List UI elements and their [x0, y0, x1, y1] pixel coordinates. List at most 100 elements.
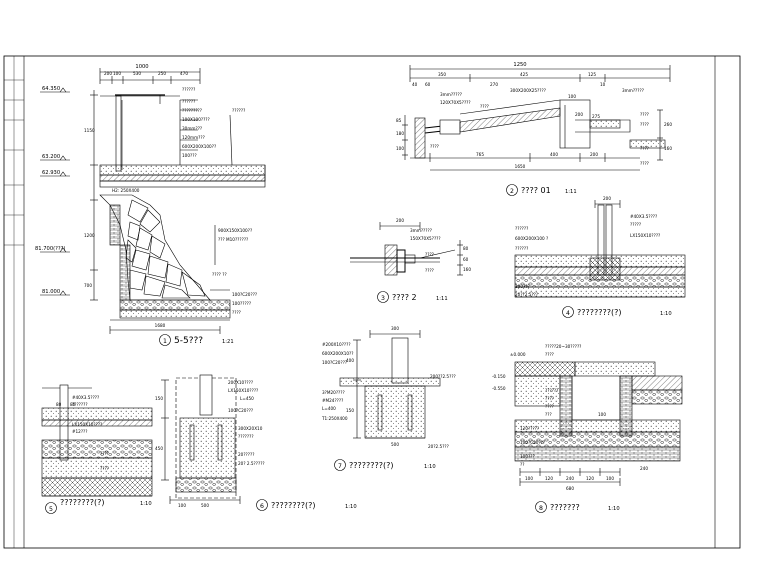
note: 30mm???	[182, 126, 202, 131]
note: ????	[232, 310, 241, 315]
detail-1-section	[40, 68, 266, 346]
note: LX150X10????	[72, 422, 102, 427]
caption-title: ????????(?)	[577, 308, 621, 317]
note: 3?M20????	[322, 390, 345, 395]
caption-detail-7: 7 ????????(?) 1:10	[338, 461, 436, 470]
note: #40X3.5????	[72, 395, 99, 400]
note: 100?C20???	[520, 440, 545, 445]
note: 200??2.5???	[430, 374, 456, 379]
caption-scale: 1:11	[436, 296, 448, 302]
note: 20??2.5???	[515, 292, 538, 297]
caption-number: 2	[510, 188, 514, 195]
dim-label: 120	[545, 476, 553, 481]
dim-label: 200	[590, 152, 598, 157]
detail-4-joint-detail	[514, 200, 686, 318]
caption-number: 7	[338, 463, 342, 470]
dim-label: 80	[463, 246, 469, 251]
dim-label: 260	[664, 122, 672, 127]
note: ???? ??	[212, 272, 227, 277]
caption-detail-8: 8 ??????? 1:10	[539, 503, 620, 512]
caption-scale: 1:10	[660, 311, 672, 317]
level-label: ±0.000	[510, 352, 526, 357]
note: ?????20~30?????	[545, 344, 581, 349]
notes-detail-3: 3mm????? 150X70X5???? ???? ????	[410, 228, 441, 273]
note: ????	[640, 122, 649, 127]
dim-label: 80	[56, 402, 62, 407]
note: ???	[545, 412, 552, 417]
note: 300X20X10	[238, 426, 263, 431]
caption-scale: 1:11	[565, 189, 577, 195]
note: ?????????	[182, 108, 202, 113]
dim-label: 200	[603, 196, 611, 201]
dim-label: 300	[391, 326, 399, 331]
caption-detail-6: 6 ????????(?) 1:10	[260, 501, 357, 510]
dim-label: 120	[586, 476, 594, 481]
note: ????	[430, 144, 439, 149]
note: ????	[640, 146, 649, 151]
dim-label: 160	[664, 146, 672, 151]
note: 100???	[515, 284, 530, 289]
note: ????	[425, 268, 434, 273]
dim-label: 680	[566, 486, 574, 491]
detail-2-roof-detail	[402, 65, 671, 196]
dim-label: 150	[346, 408, 354, 413]
caption-title: ???? 2	[392, 293, 417, 302]
note: 300X200X25????	[510, 88, 546, 93]
notes-detail-7: #200X10???? 600X200X10?? 100?C20??? 200?…	[321, 342, 456, 449]
notes-detail-2: 3mm????? 300X200X25???? 3mm????? 120X70X…	[430, 88, 649, 166]
note: ????	[545, 396, 554, 401]
note: 20?????	[238, 452, 254, 457]
note: 20? 2.5?????	[238, 461, 265, 466]
caption-detail-3: 3 ???? 2 1:11	[381, 293, 448, 302]
caption-scale: 1:10	[608, 506, 620, 512]
dim-label: 425	[520, 72, 528, 77]
note: 900X150X100??	[218, 228, 252, 233]
dim-label: 100	[396, 146, 404, 151]
dim-label: 240	[566, 476, 574, 481]
dim-label: 500	[201, 503, 209, 508]
dim-label: 500	[391, 442, 399, 447]
caption-title: ????????(?)	[349, 461, 393, 470]
note: ????	[545, 352, 554, 357]
note: LX150X10????	[228, 388, 258, 393]
note: ??????	[182, 99, 195, 104]
note: L=400	[322, 406, 336, 411]
note: ???????	[238, 434, 254, 439]
dimension-labels: 1000 200 100 530 250 470 1150 1200 700 1…	[56, 62, 672, 508]
caption-detail-5: 5 ????????(?) 1:10	[49, 498, 152, 513]
caption-detail-4: 4 ????????(?) 1:10	[566, 308, 672, 317]
caption-title: ???? 01	[521, 186, 551, 195]
note: ??? M10??????	[218, 237, 248, 242]
dim-label: 200	[575, 112, 583, 117]
note: ?????	[630, 222, 641, 227]
dim-label: 1250	[513, 62, 526, 68]
note: ????	[100, 451, 109, 456]
note: 100???	[520, 454, 535, 459]
note: 100?C20???	[322, 360, 347, 365]
dim-label: 180	[396, 131, 404, 136]
note: 3mm?????	[440, 92, 462, 97]
note: 100?C20???	[228, 408, 253, 413]
note: ??????	[232, 108, 245, 113]
elevation-labels: 64.350 63.200 62.930 81.700(???) 81.000 …	[35, 86, 526, 391]
caption-scale: 1:21	[222, 339, 234, 345]
dim-label: 125	[588, 72, 596, 77]
note: 120?????	[520, 426, 539, 431]
note: #40X3.5????	[630, 214, 657, 219]
dim-label: 765	[476, 152, 484, 157]
note: 100?C20???	[232, 292, 257, 297]
caption-scale: 1:10	[424, 464, 436, 470]
dim-label: 470	[180, 71, 188, 76]
level-label: 63.200	[42, 154, 60, 160]
level-label: 81.700(???)	[35, 246, 65, 252]
notes-detail-6: 200X10???? LX150X10???? L=450 100?C20???…	[228, 380, 265, 466]
notes-detail-8: ?????20~30????? ???? ?????? ???? ???? ??…	[520, 344, 581, 467]
detail-7-column-foot	[334, 330, 441, 471]
note: H2: 250X400	[112, 188, 140, 193]
dim-label: 60	[425, 82, 431, 87]
dim-label: 100	[113, 71, 121, 76]
note: 600X200X10??	[322, 351, 354, 356]
note: ??	[520, 462, 524, 467]
note: 20?2.5???	[428, 444, 449, 449]
